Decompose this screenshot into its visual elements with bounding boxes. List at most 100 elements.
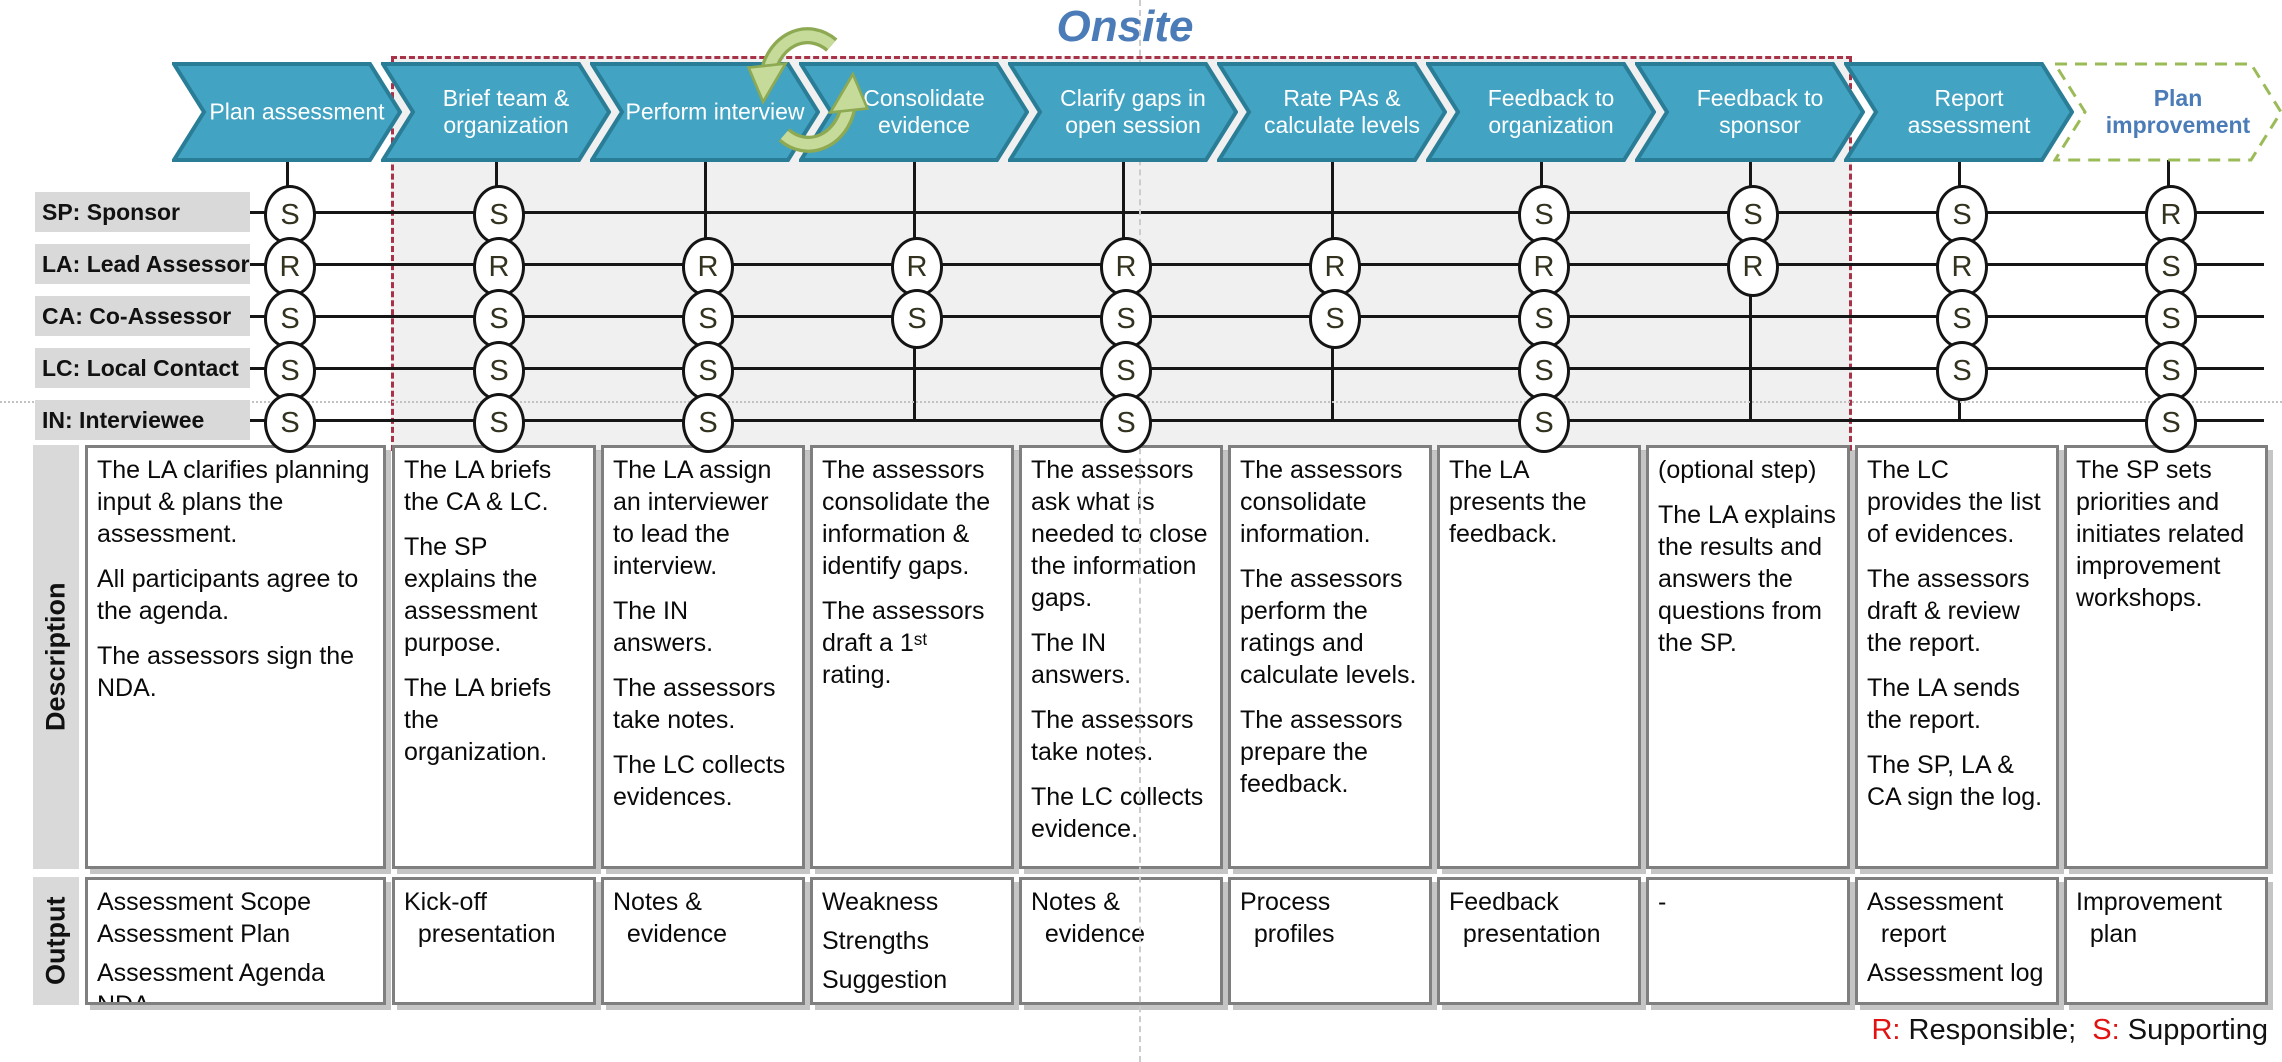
matrix-row-line (250, 315, 2264, 318)
raci-circle: S (473, 185, 525, 245)
cell-paragraph: The LC collects evidence. (1031, 783, 1211, 843)
legend-s-key: S: (2092, 1014, 2120, 1046)
raci-circle: S (1518, 289, 1570, 349)
chevron-shape (1635, 62, 1865, 162)
chevron-shape (2053, 62, 2282, 162)
cell-paragraph: Strengths (822, 927, 930, 955)
process-step-label: Plan assessment (209, 98, 385, 125)
raci-circle: S (473, 341, 525, 401)
raci-circle: S (1518, 341, 1570, 401)
output-row-label: Output (33, 877, 79, 1005)
raci-circle: R (2145, 185, 2197, 245)
vertical-guide-line (1139, 0, 1141, 1062)
raci-circle: R (264, 237, 316, 297)
process-step-chevron: Rate PAs & calculate levels (1217, 62, 1447, 162)
output-cell: Notes & evidence (1019, 877, 1223, 1005)
raci-circle: S (1518, 185, 1570, 245)
cell-paragraph: The LA sends the report. (1867, 674, 2027, 734)
output-cell: Notes & evidence (601, 877, 805, 1005)
process-step-label: Report assessment (1907, 84, 2031, 138)
process-step-label: Brief team & organization (442, 84, 570, 138)
raci-circle: S (1100, 393, 1152, 453)
cell-paragraph: Assessment report (1867, 888, 2004, 948)
raci-circle: S (1518, 393, 1570, 453)
description-cell: The LC provides the list of evidences. Th… (1855, 445, 2059, 869)
role-label: CA: Co-Assessor (35, 296, 250, 336)
cell-paragraph: Feedback presentation (1449, 888, 1601, 948)
process-step-label: Perform interview (625, 98, 805, 125)
role-label: LC: Local Contact (35, 348, 250, 388)
cell-paragraph: The LA explains the results and answers … (1658, 501, 1843, 657)
cell-paragraph: The assessors ask what is needed to clos… (1031, 456, 1215, 612)
raci-circle: S (1936, 341, 1988, 401)
raci-legend: R: Responsible; S: Supporting (1871, 1014, 2268, 1047)
raci-circle: R (1518, 237, 1570, 297)
process-step-chevron: Plan improvement (2053, 62, 2282, 162)
process-step-chevron: Plan assessment (172, 62, 402, 162)
cell-paragraph: The IN answers. (1031, 629, 1132, 689)
raci-circle: S (473, 289, 525, 349)
raci-circle: S (264, 341, 316, 401)
role-label: SP: Sponsor (35, 192, 250, 232)
cell-paragraph: Notes & evidence (613, 888, 727, 948)
output-cell: Feedback presentation (1437, 877, 1641, 1005)
raci-circle: S (264, 185, 316, 245)
process-step-chevron: Clarify gaps in open session (1008, 62, 1238, 162)
cell-paragraph: (optional step) (1658, 456, 1817, 484)
process-step-label: Clarify gaps in open session (1060, 84, 1206, 138)
cell-paragraph: Weakness (822, 888, 939, 916)
description-cell: The LA presents the feedback. (1437, 445, 1641, 869)
process-step-label: Consolidate evidence (863, 84, 985, 138)
description-cell: The SP sets priorities and initiates rel… (2064, 445, 2268, 869)
cell-paragraph: Assessment log (1867, 959, 2044, 987)
chevron-shape (381, 62, 611, 162)
cell-paragraph: All participants agree to the agenda. (97, 565, 366, 625)
output-cell: Process profiles (1228, 877, 1432, 1005)
raci-circle: S (264, 289, 316, 349)
description-cell: (optional step) The LA explains the resul… (1646, 445, 1850, 869)
output-cell: Kick-off presentation (392, 877, 596, 1005)
cell-paragraph: The LA briefs the CA & LC. (404, 456, 559, 516)
chevron-shape (172, 62, 402, 162)
legend-r-key: R: (1871, 1014, 1901, 1046)
cell-paragraph: The assessors sign the NDA. (97, 642, 362, 702)
cell-paragraph: The LA presents the feedback. (1449, 456, 1594, 548)
raci-circle: R (1100, 237, 1152, 297)
raci-circle: S (682, 393, 734, 453)
onsite-label: Onsite (1056, 2, 1194, 51)
role-label: LA: Lead Assessor (35, 244, 250, 284)
chevron-shape (1426, 62, 1656, 162)
raci-circle: S (1100, 341, 1152, 401)
cell-paragraph: The SP sets priorities and initiates rel… (2076, 456, 2252, 612)
output-cell: Improvement plan (2064, 877, 2268, 1005)
process-step-chevron: Report assessment (1844, 62, 2074, 162)
cell-paragraph: Kick-off presentation (404, 888, 556, 948)
cell-paragraph: The assessors consolidate information. (1240, 456, 1410, 548)
cell-paragraph: The assessors take notes. (1031, 706, 1201, 766)
cell-paragraph: The SP explains the assessment purpose. (404, 533, 552, 657)
description-cell: The assessors ask what is needed to clos… (1019, 445, 1223, 869)
description-row-label: Description (33, 445, 79, 869)
cell-paragraph: The LC provides the list of evidences. (1867, 456, 2048, 548)
raci-circle: R (891, 237, 943, 297)
cell-paragraph: The assessors consolidate the informatio… (822, 456, 998, 580)
description-cell: The assessors consolidate information.Th… (1228, 445, 1432, 869)
cell-paragraph: The LA briefs the organization. (404, 674, 559, 766)
chevron-shape (1008, 62, 1238, 162)
description-cell: The assessors consolidate the informatio… (810, 445, 1014, 869)
description-cell: The LA briefs the CA & LC. The SP explain… (392, 445, 596, 869)
process-step-chevron: Feedback to organization (1426, 62, 1656, 162)
raci-circle: R (473, 237, 525, 297)
raci-circle: S (1936, 289, 1988, 349)
output-cell: - (1646, 877, 1850, 1005)
raci-circle: R (1727, 237, 1779, 297)
chevron-shape (1217, 62, 1447, 162)
cell-paragraph: Assessment Scope Assessment Plan (97, 888, 311, 948)
legend-r-label: Responsible; (1900, 1014, 2093, 1046)
raci-circle: R (1309, 237, 1361, 297)
raci-circle: S (2145, 289, 2197, 349)
